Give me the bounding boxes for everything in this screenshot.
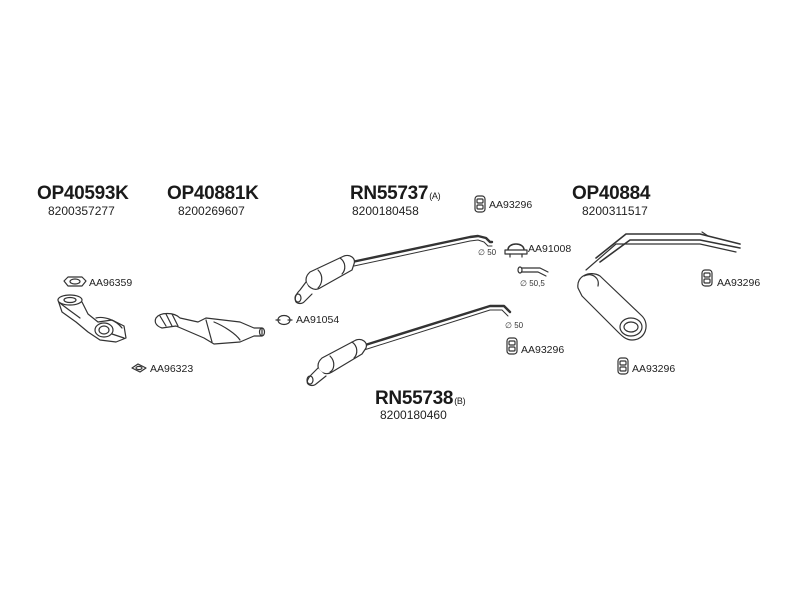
hanger-aa93296-right-drawing [701,269,713,287]
hanger-aa93296-bottom-drawing [617,357,629,375]
part-code-rn55738-text: RN55738 [375,388,454,409]
part-code-rn55738: RN55738(B) [375,388,466,410]
accessory-label-aa93296-right: AA93296 [717,277,761,289]
hanger-aa93296-top-drawing [474,195,486,213]
accessory-label-aa91008: AA91008 [528,243,572,255]
part-code-op40881k: OP40881K [167,183,259,204]
hanger-aa93296-mid-drawing [506,337,518,355]
front-silencer-rn55737-drawing [294,234,494,305]
gasket-aa96323-drawing [131,363,147,373]
accessory-label-aa96323: AA96323 [150,363,194,375]
rear-muffler-op40884-drawing [577,231,741,341]
gasket-aa96359-drawing [63,276,87,287]
accessory-label-aa91054: AA91054 [296,314,340,326]
oem-number-op40884: 8200311517 [582,204,648,218]
part-code-rn55737: RN55737(A) [350,183,441,205]
part-code-op40884: OP40884 [572,183,651,204]
catalytic-converter-op40593k-drawing [57,294,127,343]
diameter-label-lower: ∅ 50 [505,321,524,330]
variant-a-label: (A) [429,191,441,201]
accessory-label-aa93296-bottom: AA93296 [632,363,676,375]
oem-number-op40881k: 8200269607 [178,204,245,218]
adapter-pipe-drawing [517,266,549,277]
clamp-aa91008-drawing [504,243,528,258]
part-code-op40593k: OP40593K [37,183,129,204]
clamp-aa91054-drawing [275,314,293,326]
oem-number-op40593k: 8200357277 [48,204,115,218]
part-code-rn55737-text: RN55737 [350,183,429,204]
diameter-label-50-5: ∅ 50,5 [520,279,545,288]
variant-b-label: (B) [454,396,466,406]
accessory-label-aa96359: AA96359 [89,277,133,289]
oem-number-rn55737: 8200180458 [352,204,419,218]
diameter-label-upper: ∅ 50 [478,248,497,257]
accessory-label-aa93296-mid: AA93296 [521,344,565,356]
rear-silencer-rn55738-drawing [306,304,512,387]
accessory-label-aa93296-top: AA93296 [489,199,533,211]
catalytic-converter-op40881k-drawing [154,312,266,345]
oem-number-rn55738: 8200180460 [380,408,447,422]
